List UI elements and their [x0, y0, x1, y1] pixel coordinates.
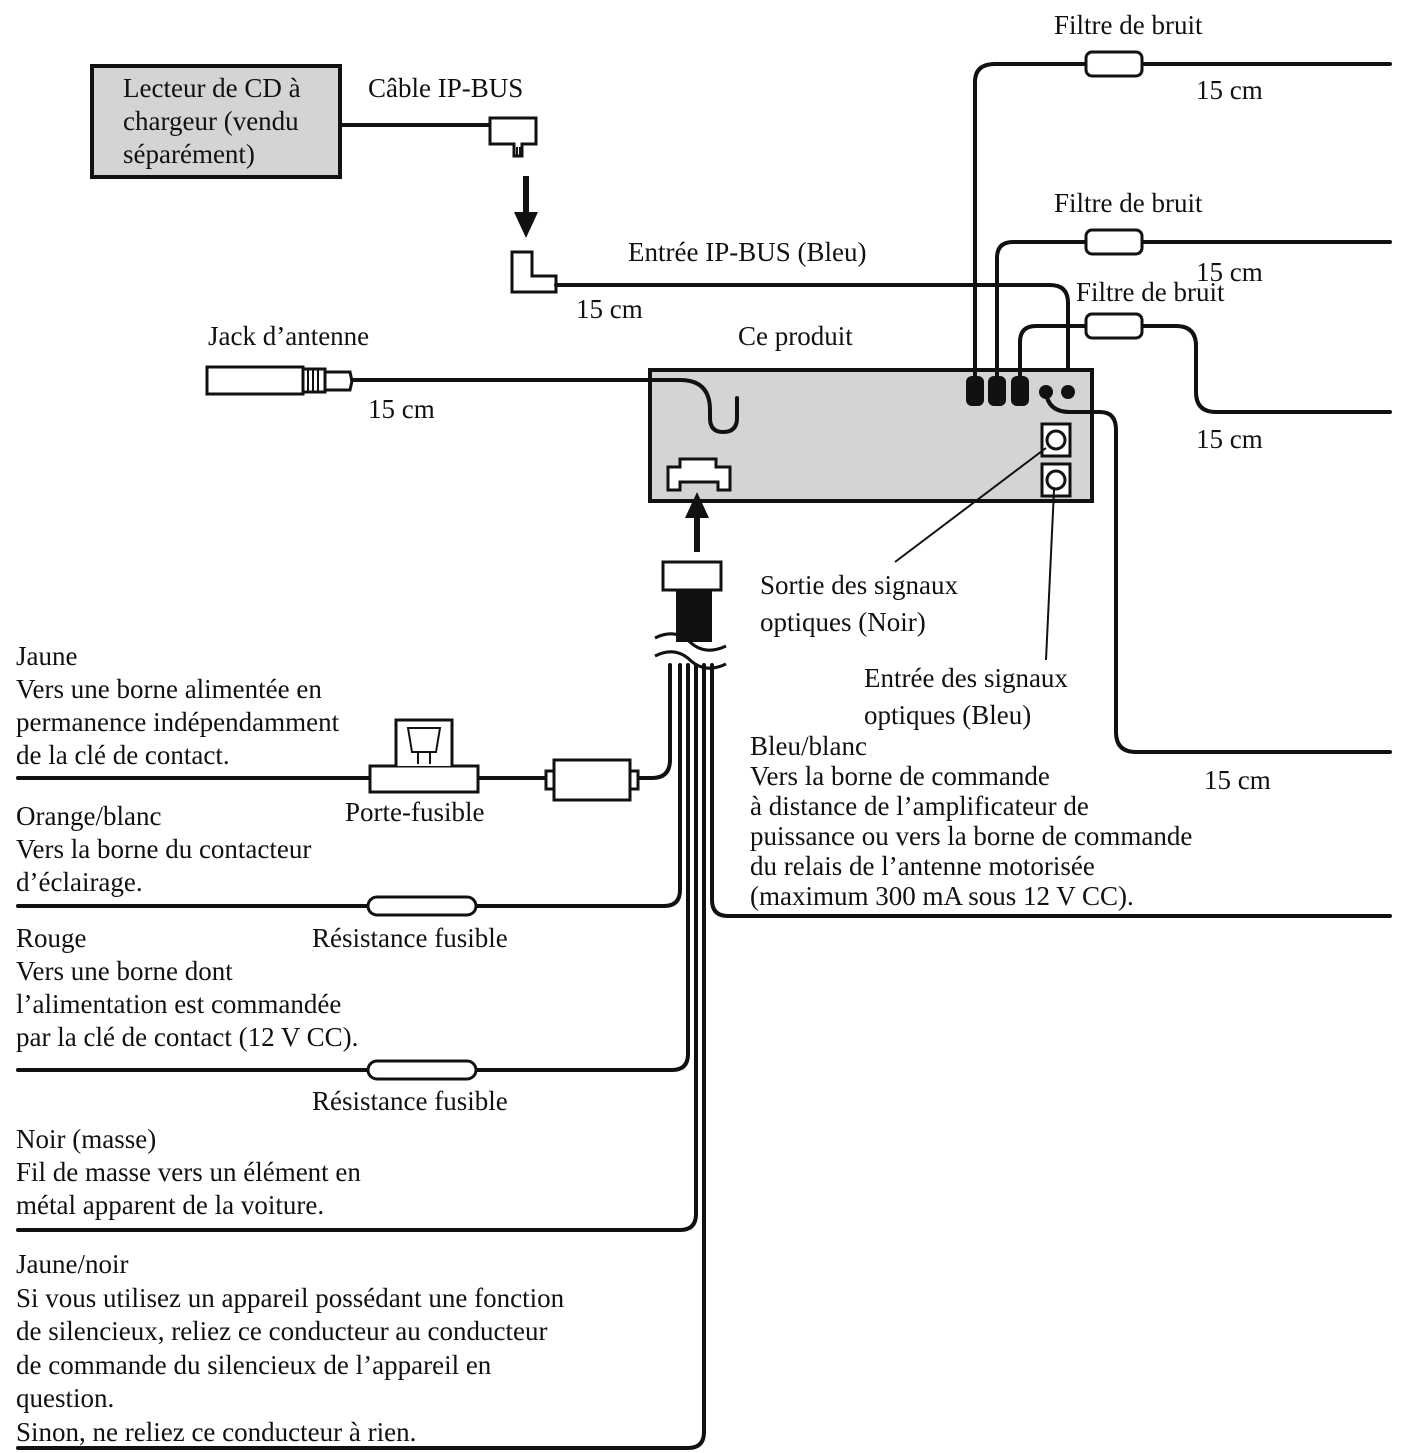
optical-long-wire — [1044, 390, 1392, 754]
optical-output-terminal — [1040, 422, 1072, 458]
product-label: Ce produit — [738, 321, 853, 351]
inline-connector — [544, 758, 640, 802]
harness-connect-arrow — [685, 492, 709, 552]
fuse-resistor-label-1: Résistance fusible — [312, 923, 508, 953]
noise-filter-length-1: 15 cm — [1196, 75, 1263, 105]
noise-filter-1 — [1084, 50, 1144, 78]
noise-filter-wire-1 — [973, 62, 1392, 387]
antenna-jack-label: Jack d’antenne — [208, 321, 370, 351]
noise-filter-2 — [1084, 228, 1144, 256]
noise-filter-length-3: 15 cm — [1196, 424, 1263, 454]
noise-filter-wire-2 — [995, 240, 1392, 387]
yellow-wire — [16, 663, 672, 780]
cd-changer-box — [90, 64, 342, 179]
ipbus-input-connector — [510, 250, 558, 294]
fuse-resistor-red — [366, 1059, 478, 1081]
red-wire — [16, 663, 690, 1072]
black-ground-wire — [16, 663, 698, 1232]
optical-output-leader — [894, 447, 1047, 563]
terminal-plug-3 — [1011, 376, 1029, 406]
noise-filter-label-2: Filtre de bruit — [1054, 188, 1203, 218]
blue-white-description: Bleu/blanc Vers la borne de commande à d… — [750, 731, 1193, 911]
ipbus-cable-label: Câble IP-BUS — [368, 73, 524, 103]
antenna-length-label: 15 cm — [368, 394, 435, 424]
optical-wire-length: 15 cm — [1204, 765, 1271, 795]
terminal-plug-1 — [966, 376, 984, 406]
optical-input-terminal — [1040, 462, 1072, 498]
fuse-holder-label: Porte-fusible — [345, 797, 485, 827]
ipbus-input-wire — [554, 283, 1070, 387]
orange-white-wire — [16, 663, 682, 908]
ipbus-length-label: 15 cm — [576, 294, 643, 324]
blue-white-wire — [710, 663, 1392, 918]
noise-filter-length-2: 15 cm — [1196, 257, 1263, 287]
noise-filter-label-3: Filtre de bruit — [1076, 277, 1225, 307]
black-description: Noir (masse) Fil de masse vers un élémen… — [16, 1124, 361, 1220]
yellow-black-description: Jaune/noir Si vous utilisez un appareil … — [16, 1249, 565, 1447]
optical-input-label: Entrée des signaux optiques (Bleu) — [864, 663, 1068, 730]
ipbus-input-label: Entrée IP-BUS (Bleu) — [628, 237, 867, 267]
antenna-jack-plug — [205, 365, 354, 396]
fuse-holder — [368, 718, 480, 794]
optical-output-label: Sortie des signaux optiques (Noir) — [760, 570, 958, 637]
cd-changer-label: Lecteur de CD à chargeur (vendu séparéme… — [123, 73, 301, 169]
noise-filter-3 — [1084, 312, 1144, 340]
harness-bundle — [676, 590, 712, 642]
fuse-resistor-label-2: Résistance fusible — [312, 1086, 508, 1116]
ipbus-connect-arrow — [514, 176, 538, 238]
ipbus-plug — [488, 116, 538, 158]
orange-white-description: Orange/blanc Vers la borne du contacteur… — [16, 801, 312, 897]
fuse-resistor-orange — [366, 895, 478, 917]
terminal-dot-2 — [1061, 385, 1075, 399]
yellow-description: Jaune Vers une borne alimentée en perman… — [16, 641, 340, 770]
harness-break-mark — [654, 632, 727, 670]
terminal-plug-2 — [988, 376, 1006, 406]
red-description: Rouge Vers une borne dont l’alimentation… — [16, 923, 359, 1052]
noise-filter-label-1: Filtre de bruit — [1054, 10, 1203, 40]
optical-input-leader — [1045, 489, 1055, 661]
harness-socket — [666, 457, 732, 492]
noise-filter-wire-3 — [1018, 324, 1392, 414]
yellow-black-wire — [16, 663, 706, 1450]
